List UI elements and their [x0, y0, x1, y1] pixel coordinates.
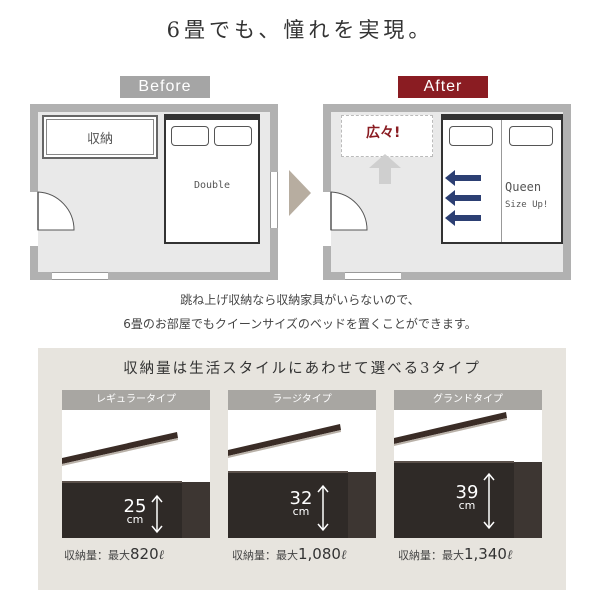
after-bed-label: Queen: [505, 180, 542, 194]
storage-capacity-regular: 収納量：最大820ℓ: [64, 545, 164, 563]
before-storage-label: 収納: [86, 131, 113, 147]
capacity-unit: ℓ: [340, 548, 347, 563]
expand-up-arrow-icon: [369, 154, 401, 184]
transition-arrow-icon: [289, 170, 311, 216]
after-label: After: [398, 76, 488, 98]
pillow-icon: [449, 126, 493, 146]
before-side-window: [270, 172, 278, 228]
storage-capacity-grand: 収納量：最大1,340ℓ: [398, 545, 512, 563]
storage-type-panel-grand: グランドタイプ 39 cm: [394, 390, 542, 538]
before-double-bed: Double: [164, 114, 260, 244]
after-door-icon: [323, 191, 368, 246]
before-window: [52, 272, 108, 280]
before-bed-label: Double: [193, 180, 231, 191]
pillow-icon: [214, 126, 252, 146]
storage-type-name: レギュラータイプ: [62, 390, 210, 410]
before-storage-cabinet: 収納: [42, 115, 158, 159]
pillow-icon: [171, 126, 209, 146]
capacity-unit: ℓ: [506, 548, 513, 563]
storage-depth-unit: cm: [458, 499, 476, 512]
capacity-value: 1,340: [464, 545, 507, 563]
before-label: Before: [120, 76, 210, 98]
bed-base-illustration: [228, 424, 376, 538]
pillow-icon: [509, 126, 553, 146]
storage-type-name: ラージタイプ: [228, 390, 376, 410]
after-open-space: 広々!: [341, 115, 433, 157]
storage-capacity-large: 収納量：最大1,080ℓ: [232, 545, 346, 563]
description-line-1: 跳ね上げ収納なら収納家具がいらないので、: [180, 293, 420, 307]
after-floorplan: 広々! Queen Size Up!: [323, 104, 571, 280]
storage-depth-value: 32: [289, 488, 313, 509]
capacity-prefix: 収納量：最大: [64, 549, 130, 562]
storage-section-title: 収納量は生活スタイルにあわせて選べる3タイプ: [123, 361, 481, 377]
capacity-prefix: 収納量：最大: [232, 549, 298, 562]
capacity-unit: ℓ: [158, 548, 165, 563]
size-up-arrows-icon: [445, 170, 481, 226]
storage-depth-value: 39: [455, 482, 479, 503]
capacity-value: 1,080: [298, 545, 341, 563]
depth-arrow-icon: [151, 494, 163, 534]
description-line-2: 6畳のお部屋でもクイーンサイズのベッドを置くことができます。: [123, 317, 477, 331]
storage-depth-unit: cm: [126, 513, 144, 526]
depth-arrow-icon: [483, 472, 495, 530]
page-headline: 6畳でも、憧れを実現。: [166, 18, 434, 42]
storage-type-panel-regular: レギュラータイプ 25 cm: [62, 390, 210, 538]
before-door-icon: [30, 191, 75, 246]
capacity-value: 820: [130, 545, 159, 563]
before-floorplan: 収納 Double: [30, 104, 278, 280]
storage-type-name: グランドタイプ: [394, 390, 542, 410]
bed-base-illustration: [394, 412, 542, 538]
depth-arrow-icon: [317, 484, 329, 532]
capacity-prefix: 収納量：最大: [398, 549, 464, 562]
storage-depth-value: 25: [123, 496, 147, 517]
after-spacious-label: 広々!: [366, 125, 401, 141]
after-bed-sublabel: Size Up!: [505, 200, 549, 210]
bed-base-illustration: [62, 432, 210, 538]
after-window: [345, 272, 401, 280]
storage-type-panel-large: ラージタイプ 32 cm: [228, 390, 376, 538]
storage-depth-unit: cm: [292, 505, 310, 518]
